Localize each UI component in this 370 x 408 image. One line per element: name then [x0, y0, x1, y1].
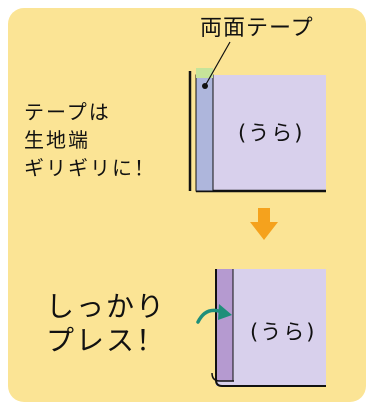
- note-line: テープは: [24, 100, 111, 124]
- pressed-tape: [216, 269, 233, 381]
- note-line: しっかり: [46, 290, 167, 323]
- fabric-panel-top: [196, 75, 326, 191]
- fabric-fold-inner: [211, 372, 234, 382]
- fabric-back-label: (うら): [250, 320, 317, 344]
- fabric-back-label: (うら): [238, 121, 305, 145]
- press-note: しっかり プレス！: [46, 290, 166, 358]
- fabric-panel-bottom: [216, 269, 326, 386]
- tape-leader-dot: [202, 83, 208, 89]
- note-line: ギリギリに！: [24, 156, 156, 180]
- down-arrow-icon: [250, 208, 278, 240]
- note-line: 生地端: [24, 128, 90, 152]
- note-line: プレス！: [46, 324, 167, 357]
- tape-top: [196, 68, 213, 78]
- tape-placement-note: テープは 生地端 ギリギリに！: [24, 98, 156, 182]
- tape-label: 両面テープ: [200, 16, 314, 41]
- curved-arrow-icon: [196, 304, 232, 324]
- tape-strip: [195, 74, 214, 192]
- tape-leader-line: [204, 41, 231, 87]
